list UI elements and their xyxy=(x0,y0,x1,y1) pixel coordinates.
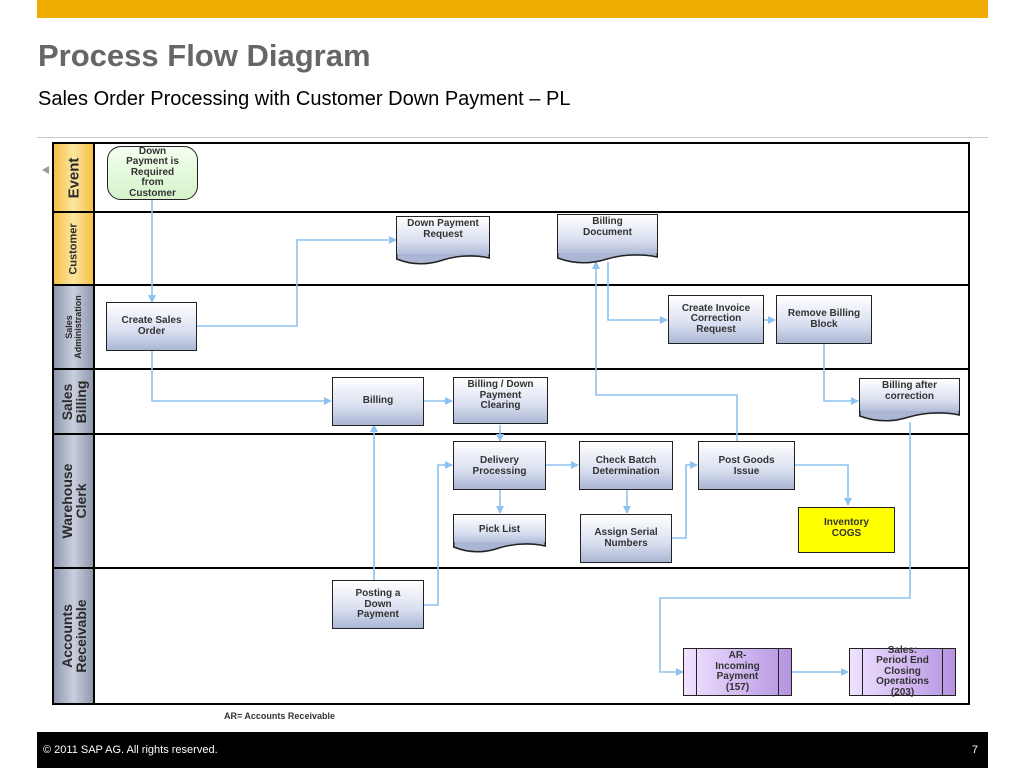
lane-sales-administration: Sales Administration xyxy=(54,286,968,370)
step-post-goods-issue: Post Goods Issue xyxy=(698,441,795,490)
step-create-sales-order: Create Sales Order xyxy=(106,302,197,351)
doc-pick-list: Pick List xyxy=(453,514,546,545)
header-divider xyxy=(37,137,988,138)
event-down-payment-required: Down Payment is Required from Customer xyxy=(107,146,198,200)
step-assign-serial-numbers: Assign Serial Numbers xyxy=(580,514,672,563)
legend-note: AR= Accounts Receivable xyxy=(224,711,335,721)
lane-label-accounts-receivable: Accounts Receivable xyxy=(54,569,95,703)
lane-event: Event xyxy=(54,144,968,213)
step-check-batch-determination: Check Batch Determination xyxy=(579,441,673,490)
step-billing-down-payment-clearing: Billing / Down Payment Clearing xyxy=(453,377,548,424)
swimlane-diagram: Event Customer Sales Administration Sale… xyxy=(52,142,970,705)
lane-label-sales-billing: Sales Billing xyxy=(54,370,95,433)
doc-down-payment-request: Down Payment Request xyxy=(396,216,490,257)
brand-top-bar xyxy=(37,0,988,18)
page-number: 7 xyxy=(971,744,978,756)
lane-label-customer: Customer xyxy=(54,213,95,284)
ar-right-bar xyxy=(778,648,779,696)
lane-label-warehouse-clerk: Warehouse Clerk xyxy=(54,435,95,567)
left-marker-icon xyxy=(42,166,49,174)
page-title: Process Flow Diagram xyxy=(38,38,371,73)
period-end-left-bar xyxy=(862,648,863,696)
doc-wave-billing-document xyxy=(557,253,658,264)
external-sales-period-end-closing: Sales: Period End Closing Operations (20… xyxy=(849,645,956,697)
ar-left-bar xyxy=(696,648,697,696)
doc-inventory-cogs: Inventory COGS xyxy=(798,507,895,553)
lane-label-sales-administration: Sales Administration xyxy=(54,286,95,368)
step-delivery-processing: Delivery Processing xyxy=(453,441,546,490)
doc-billing-document: Billing Document xyxy=(557,214,658,256)
step-remove-billing-block: Remove Billing Block xyxy=(776,295,872,344)
lane-label-event: Event xyxy=(54,144,95,211)
footer-bar: © 2011 SAP AG. All rights reserved. 7 xyxy=(37,732,988,768)
step-billing: Billing xyxy=(332,377,424,426)
period-end-right-bar xyxy=(942,648,943,696)
doc-wave-billing-after-correction xyxy=(859,411,960,422)
doc-wave-pick-list xyxy=(453,542,546,553)
copyright-text: © 2011 SAP AG. All rights reserved. xyxy=(43,744,218,756)
step-create-invoice-correction-request: Create Invoice Correction Request xyxy=(668,295,764,344)
external-ar-incoming-payment: AR- Incoming Payment (157) xyxy=(683,648,792,696)
step-posting-down-payment: Posting a Down Payment xyxy=(332,580,424,629)
lane-accounts-receivable: Accounts Receivable xyxy=(54,569,968,703)
doc-wave-down-payment-request xyxy=(396,254,490,265)
lane-sales-billing: Sales Billing xyxy=(54,370,968,435)
page-subtitle: Sales Order Processing with Customer Dow… xyxy=(38,88,571,110)
lane-warehouse-clerk: Warehouse Clerk xyxy=(54,435,968,569)
lane-customer: Customer xyxy=(54,213,968,286)
doc-billing-after-correction: Billing after correction xyxy=(859,378,960,414)
